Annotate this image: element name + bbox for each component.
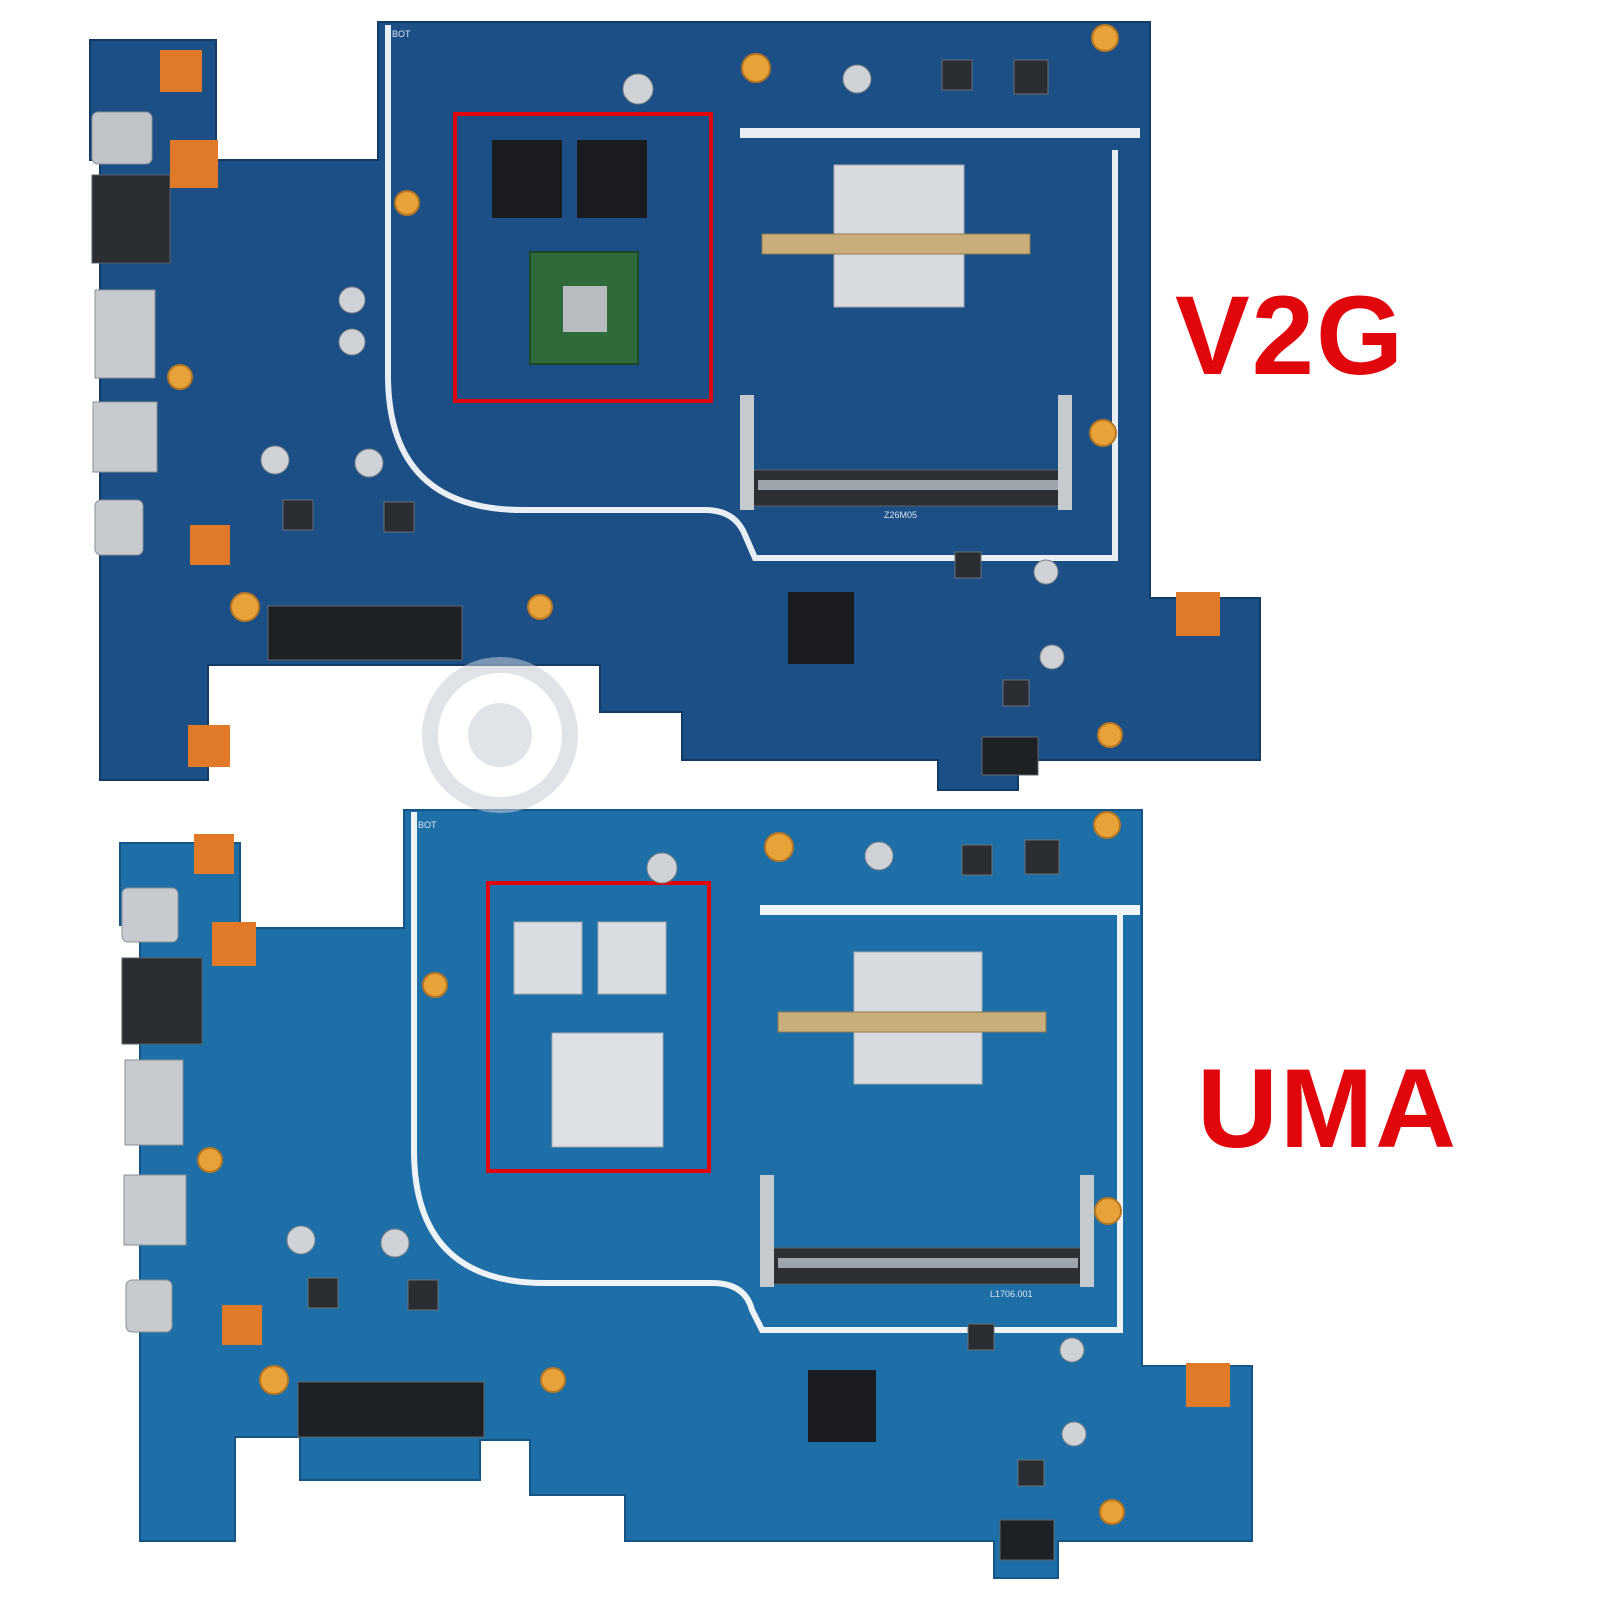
ram-latch-right-bottom: [1080, 1175, 1094, 1287]
hdmi-port-b: [124, 1059, 184, 1146]
mounting-pads-bottom: [194, 834, 1230, 1407]
mounting-pads-top: [160, 50, 1220, 767]
vram-chip-1: [492, 140, 562, 218]
ec-chip-bottom: [808, 1370, 876, 1442]
storage-connector-bottom: [297, 1381, 485, 1438]
silk-curve-top: [385, 25, 1118, 561]
ec-chip-top: [788, 592, 854, 664]
silk-bar-top: [740, 128, 1140, 138]
vram-chip-2: [577, 140, 647, 218]
gpu-die: [563, 286, 607, 332]
usb-c-port-1: [91, 111, 153, 165]
hdmi-port: [94, 289, 156, 379]
gpu-highlight-box: [453, 112, 713, 403]
cpu-bracket-bottom: [777, 1011, 1047, 1033]
variant-label-uma: UMA: [1197, 1046, 1459, 1171]
silk-bot-bottom: BOT: [418, 820, 437, 830]
rj45-port-b: [121, 957, 203, 1045]
silk-bar-bottom: [760, 905, 1140, 915]
rj45-port: [91, 174, 171, 264]
storage-connector-top: [267, 605, 463, 661]
cpu-highlight-box: [486, 881, 711, 1173]
ram-latch-left-top: [740, 395, 754, 510]
ram-latch-right-top: [1058, 395, 1072, 510]
silk-ram-code-top: Z26M05: [884, 510, 917, 520]
usb-c-port-1-b: [121, 887, 179, 943]
capacitors-bottom: [286, 841, 1087, 1447]
usb-a-port-b: [123, 1174, 187, 1246]
screw-holes-top: [167, 24, 1123, 748]
silk-bot-top: BOT: [392, 29, 411, 39]
usb-c-port-2-b: [125, 1279, 173, 1333]
empty-gpu-pad: [551, 1032, 664, 1148]
empty-vram-pad-2: [597, 921, 667, 995]
silk-ram-code-bottom: L1706.001: [990, 1289, 1033, 1299]
ram-slot-contacts-top: [758, 480, 1058, 490]
cpu-bracket-top: [761, 233, 1031, 255]
silk-curve-bottom: [411, 812, 1123, 1333]
ram-slot-contacts-bottom: [778, 1258, 1078, 1268]
empty-vram-pad-1: [513, 921, 583, 995]
fpc-connector-bottom: [999, 1519, 1055, 1561]
screw-holes-bottom: [197, 811, 1125, 1525]
inductors-bottom: [307, 839, 1060, 1487]
watermark-logo: [422, 657, 578, 813]
fpc-connector-top: [981, 736, 1039, 776]
pcb-outline-top: [89, 21, 1261, 791]
ram-latch-left-bottom: [760, 1175, 774, 1287]
variant-label-v2g: V2G: [1175, 273, 1406, 398]
capacitors-top: [260, 64, 1065, 670]
inductors-top: [282, 59, 1049, 707]
usb-a-port: [92, 401, 158, 473]
usb-c-port-2: [94, 499, 144, 556]
